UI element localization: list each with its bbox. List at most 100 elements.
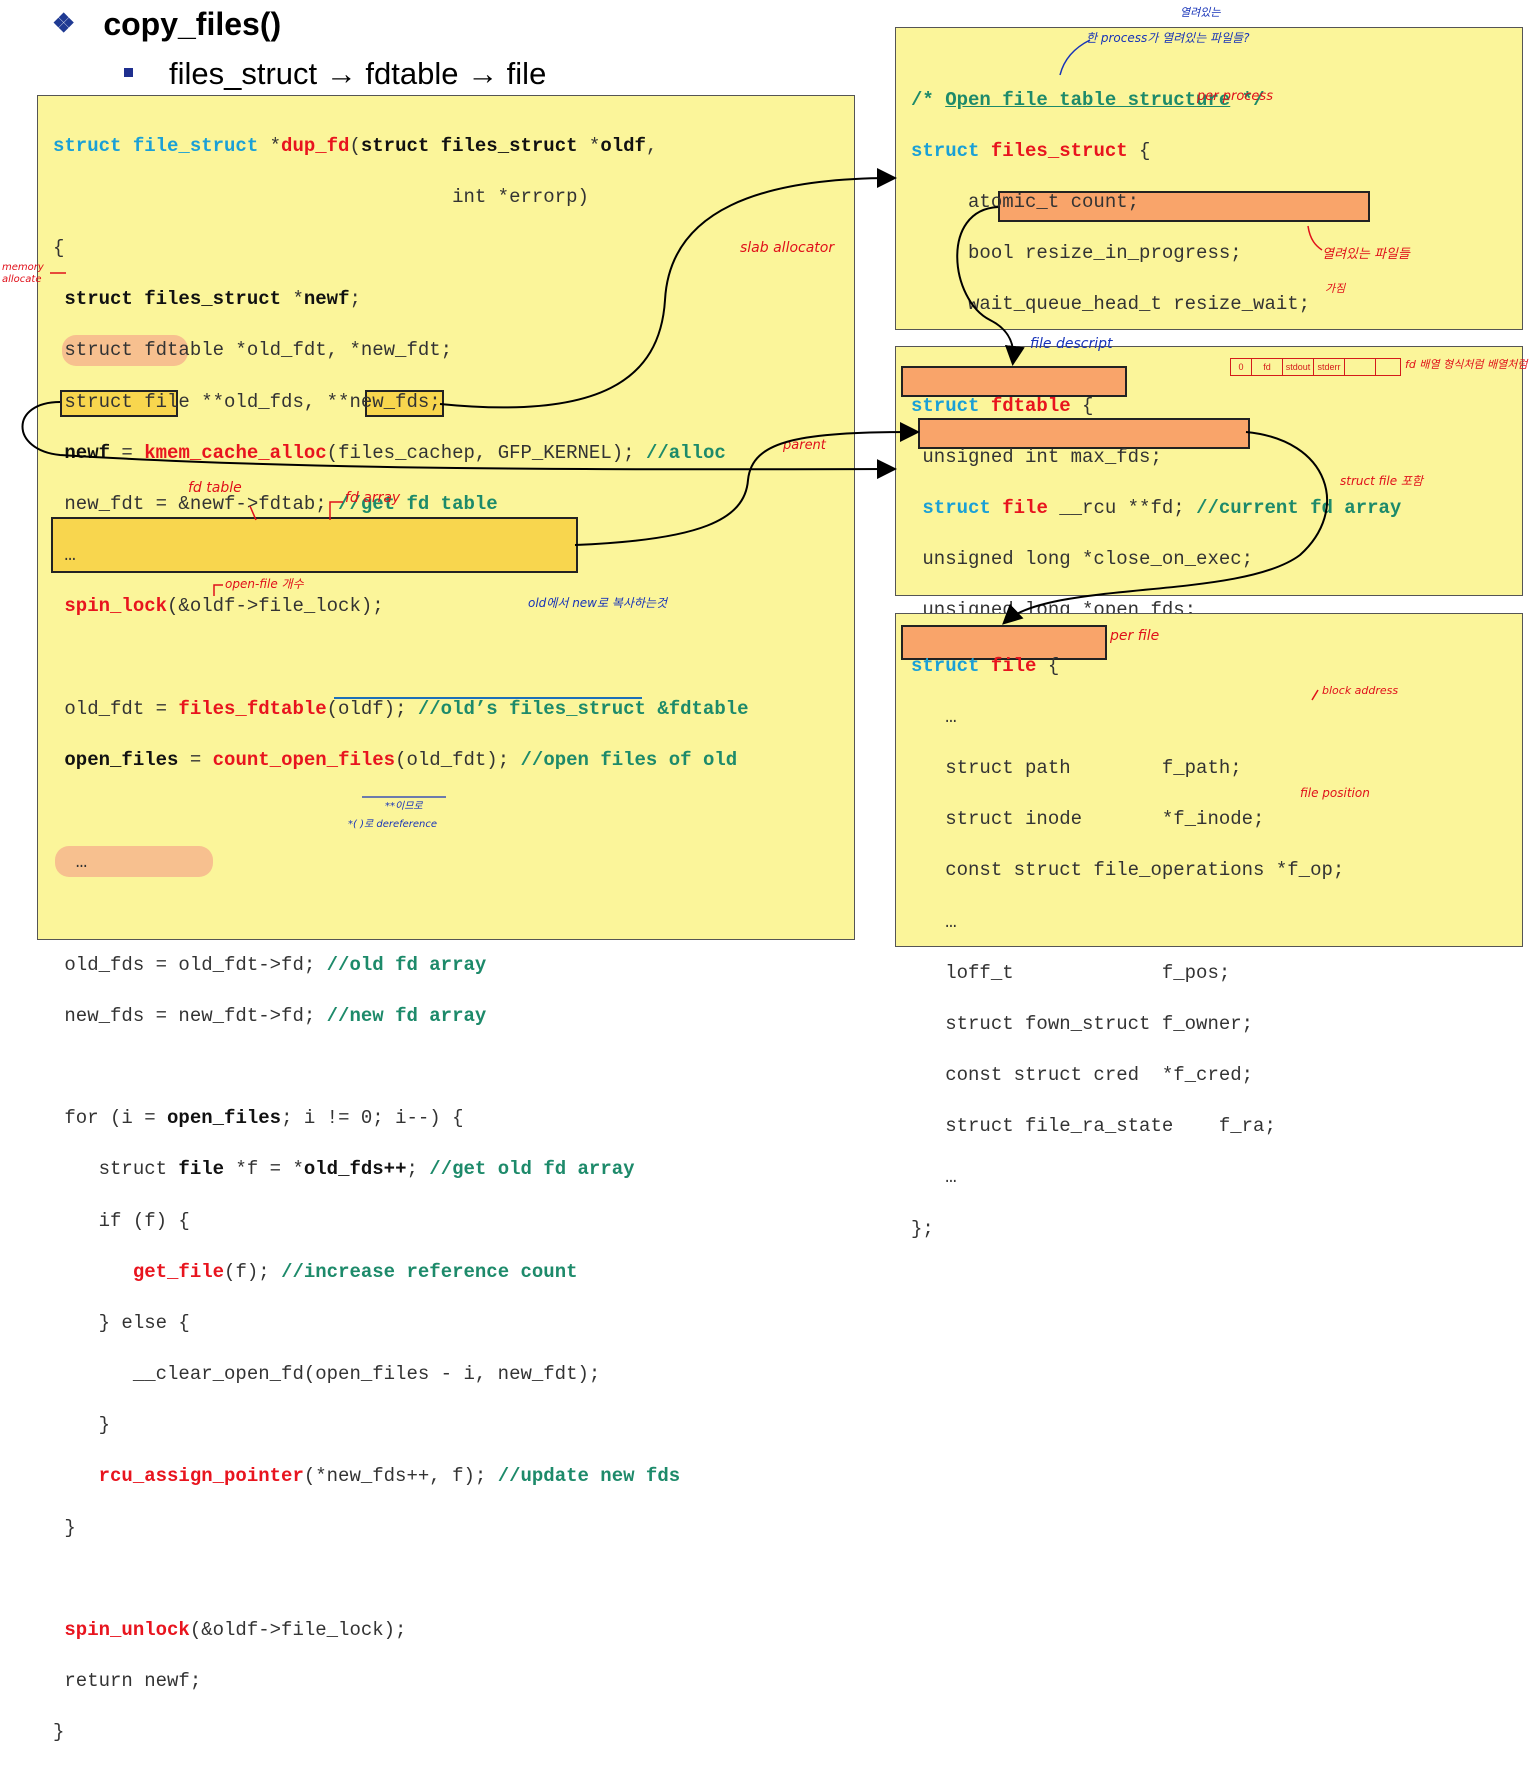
red-arrow-fd-table <box>249 505 257 521</box>
file-line-6: … <box>911 910 957 933</box>
red-arrow-block-address <box>1311 689 1319 701</box>
spin-lock-highlight <box>62 335 188 366</box>
annotation-per-file: per file <box>1110 628 1160 644</box>
code-line-29 <box>53 1567 749 1593</box>
annotation-block-address: block address <box>1322 684 1399 697</box>
arrow-fds-to-fd-field <box>574 422 920 546</box>
code-line-21: struct file *f = *old_fds++; //get old f… <box>53 1158 635 1181</box>
fd-array-cell: fd <box>1252 359 1283 375</box>
connector-arrows <box>21 39 1328 798</box>
fd-array-cell: stdout <box>1283 359 1314 375</box>
spin-unlock-highlight <box>55 846 213 877</box>
file-struct-box <box>895 613 1523 947</box>
fs-line-2: struct files_struct { <box>911 139 1151 162</box>
file-line-4: struct inode *f_inode; <box>911 808 1265 831</box>
annotation-fd-array: fd array <box>345 490 401 506</box>
file-line-1: struct file { <box>911 654 1060 677</box>
code-line-17: old_fds = old_fdt->fd; //old fd array <box>53 953 487 976</box>
fd-array-cell <box>1345 359 1376 375</box>
fdt-field-highlight <box>998 191 1370 222</box>
code-line-10: spin_lock(&oldf->file_lock); <box>64 595 384 618</box>
annotation-open-files-note2: 가짐 <box>1325 282 1346 295</box>
code-line-7: newf = kmem_cache_alloc(files_cachep, GF… <box>64 441 726 464</box>
code-line-1: struct file_struct *dup_fd(struct files_… <box>53 134 658 157</box>
file-header-highlight <box>901 625 1107 660</box>
fdt-line-1: struct fdtable { <box>911 394 1094 417</box>
code-line-3: { <box>53 236 65 259</box>
annotation-deref-2: *( )로 dereference <box>348 819 438 830</box>
red-arrow-open-file <box>213 584 223 596</box>
annotation-file-position: file position <box>1300 786 1370 800</box>
arrow-fdt-to-fdtable-struct <box>956 206 1025 366</box>
square-bullet-icon <box>124 68 133 77</box>
code-line-31: return newf; <box>53 1670 202 1693</box>
old-fdt-highlight <box>60 390 178 417</box>
file-line-12: }; <box>911 1217 934 1240</box>
code-line-25: __clear_open_fd(open_files - i, new_fdt)… <box>53 1363 601 1386</box>
code-line-9: … <box>53 544 76 567</box>
fs-line-4: bool resize_in_progress; <box>911 242 1242 265</box>
code-line-19 <box>53 1055 749 1081</box>
fs-line-5: wait_queue_head_t resize_wait; <box>911 293 1311 316</box>
annotation-copy-note: old에서 new로 복사하는것 <box>528 596 668 610</box>
fdt-line-2: unsigned int max_fds; <box>911 445 1162 468</box>
annotation-fd-table: fd table <box>188 480 242 496</box>
file-line-7: loff_t f_pos; <box>911 961 1231 984</box>
code-line-28: } <box>53 1516 76 1539</box>
fdt-line-4: unsigned long *close_on_exec; <box>911 548 1254 571</box>
fd-array-cell: stderr <box>1314 359 1345 375</box>
code-line-23: get_file(f); //increase reference count <box>132 1260 578 1283</box>
annotation-deref-1: **이므로 <box>385 801 423 812</box>
slide-subtitle: files_struct → fdtable → file <box>124 56 546 92</box>
fds-assign-highlight <box>51 517 578 573</box>
annotation-file-descript: file descript <box>1030 336 1113 352</box>
arrow-fd-to-file-struct <box>1002 431 1328 625</box>
fdt-line-3: struct file __rcu **fd; //current fd arr… <box>922 496 1402 519</box>
code-line-13: open_files = count_open_files(old_fdt); … <box>64 748 738 771</box>
annotation-per-process: per process <box>1197 89 1273 104</box>
red-arrow-open-files-note <box>1307 225 1323 251</box>
code-line-12: old_fdt = files_fdtable(oldf); //old’s f… <box>53 697 749 720</box>
code-line-27: rcu_assign_pointer(*new_fds++, f); //upd… <box>98 1465 681 1488</box>
arrow-old-fdt-to-fdtable <box>21 401 897 480</box>
annotation-memory-allocate: memory allocate <box>2 262 44 285</box>
file-line-10: struct file_ra_state f_ra; <box>911 1115 1276 1138</box>
fdtable-header-highlight <box>901 366 1127 397</box>
annotation-fd-array-note: fd 배열 형식처럼 배열처럼 <box>1405 358 1528 371</box>
slide-subtitle-text: files_struct → fdtable → file <box>169 56 547 91</box>
annotation-parent: parent <box>783 438 826 453</box>
file-line-3: struct path f_path; <box>911 756 1242 779</box>
slide-title-text: copy_files() <box>103 6 282 42</box>
code-line-4: struct files_struct *newf; <box>64 288 361 311</box>
annotation-struct-file-ptr: struct file 포함 <box>1340 474 1423 488</box>
blue-arrow-question <box>1059 39 1091 76</box>
fd-array-cell: 0 <box>1231 359 1252 375</box>
fd-array-sketch: 0 fd stdout stderr <box>1230 358 1401 376</box>
code-line-30: spin_unlock(&oldf->file_lock); <box>64 1619 407 1642</box>
code-line-26: } <box>53 1414 111 1437</box>
code-line-32: } <box>53 1721 65 1744</box>
diamond-bullet-icon: ❖ <box>52 8 76 38</box>
code-line-22: if (f) { <box>53 1209 190 1232</box>
annotation-open-files-note: 열려있는 파일들 <box>1322 247 1410 262</box>
file-line-8: struct fown_struct f_owner; <box>911 1012 1254 1035</box>
slide-title: ❖ copy_files() <box>52 6 281 43</box>
files-struct-box <box>895 27 1523 330</box>
fs-line-1: /* Open file table structure */ <box>911 88 1265 111</box>
file-line-5: const struct file_operations *f_op; <box>911 859 1345 882</box>
code-line-18: new_fds = new_fdt->fd; //new fd array <box>53 1004 487 1027</box>
arrow-oldf-to-files-struct <box>439 168 897 409</box>
annotation-slab-allocator: slab allocator <box>740 240 835 256</box>
code-line-5: struct fdtable *old_fdt, *new_fdt; <box>53 339 453 362</box>
code-line-24: } else { <box>53 1311 190 1334</box>
code-line-6: struct file **old_fds, **new_fds; <box>53 390 441 413</box>
file-line-9: const struct cred *f_cred; <box>911 1064 1254 1087</box>
fd-field-highlight <box>918 418 1250 449</box>
code-line-20: for (i = open_files; i != 0; i--) { <box>53 1107 464 1130</box>
annotation-open-files-question: 한 process가 열려있는 파일들? <box>1086 31 1250 45</box>
annotation-open-files-top: 열려있는 <box>1180 6 1221 19</box>
code-line-2: int *errorp) <box>53 185 589 208</box>
annotation-open-file-count: open-file 개수 <box>225 577 304 591</box>
red-arrow-fd-array <box>329 501 343 520</box>
file-line-2: … <box>911 705 957 728</box>
